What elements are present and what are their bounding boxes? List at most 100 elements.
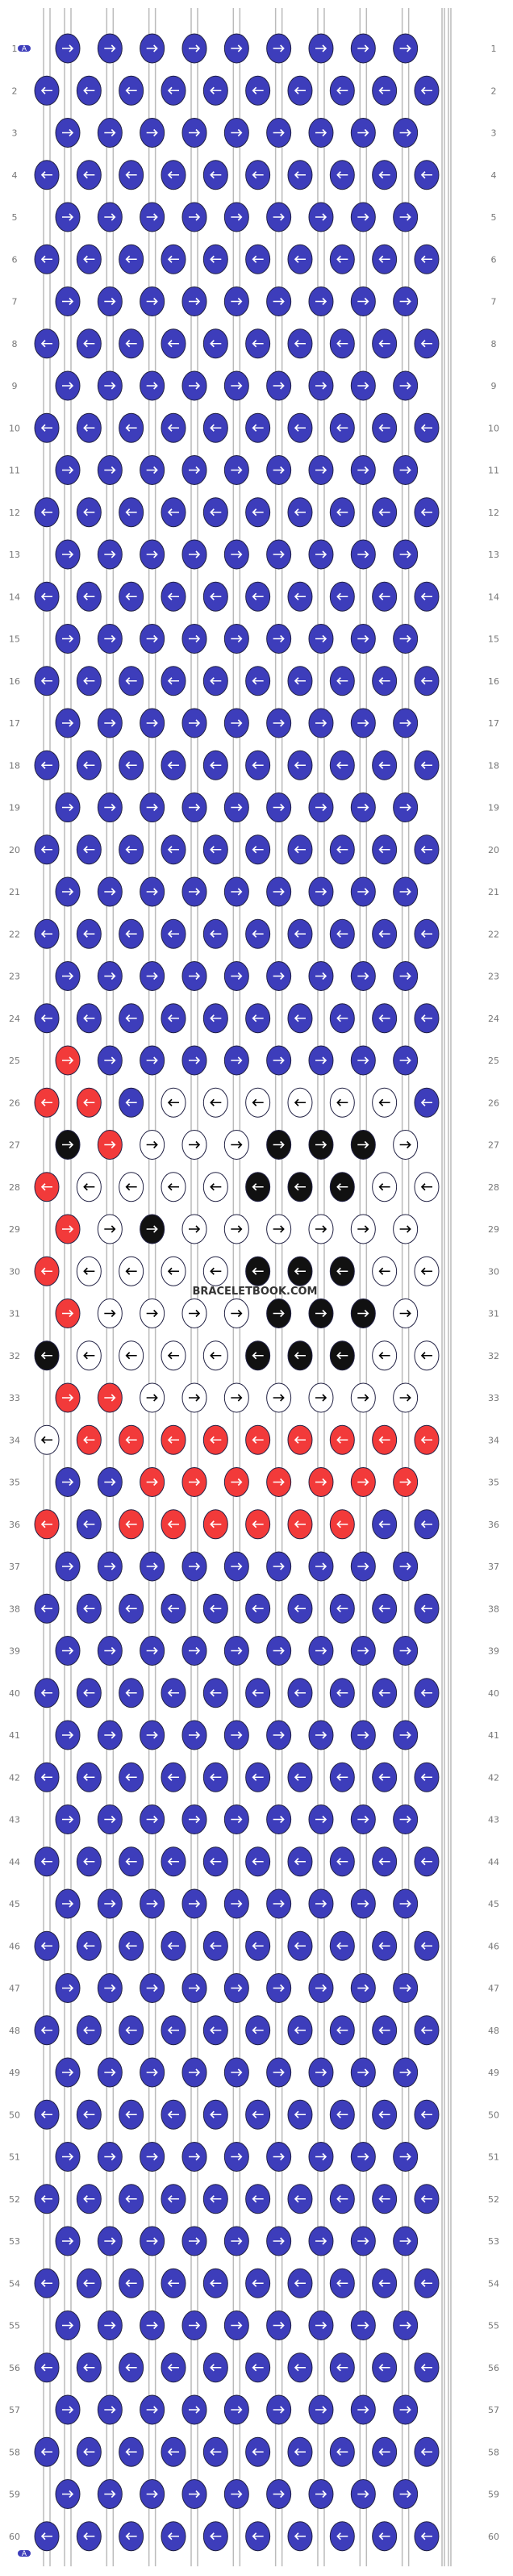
arrow-icon	[40, 1604, 52, 1612]
knot	[350, 1804, 376, 1834]
knot	[372, 2184, 398, 2214]
row-label-left: 43	[9, 1815, 20, 1825]
knot	[55, 202, 81, 232]
arrow-icon	[83, 1014, 95, 1022]
arrow-icon	[399, 2406, 411, 2414]
knot	[245, 2521, 271, 2552]
knot	[161, 1424, 186, 1455]
arrow-icon	[273, 1646, 285, 1655]
arrow-icon	[294, 255, 306, 263]
row-label-left: 41	[9, 1730, 20, 1741]
arrow-icon	[167, 1267, 179, 1275]
arrow-icon	[294, 424, 306, 432]
row-label-left: 9	[12, 381, 18, 391]
arrow-icon	[167, 255, 179, 263]
knot	[266, 624, 292, 654]
knot	[266, 1720, 292, 1750]
knot	[350, 2479, 376, 2509]
knot	[266, 2142, 292, 2172]
knot	[55, 2310, 81, 2340]
knot	[393, 2479, 419, 2509]
row-label-left: 3	[12, 128, 18, 139]
arrow-icon	[62, 1056, 74, 1064]
arrow-icon	[125, 2026, 137, 2034]
knot	[414, 1678, 440, 1708]
knot	[414, 1003, 440, 1034]
knot	[161, 1930, 186, 1961]
knot	[329, 75, 355, 106]
arrow-icon	[188, 1478, 201, 1487]
arrow-icon	[146, 550, 158, 558]
knot	[97, 1636, 123, 1666]
knot	[372, 497, 398, 528]
knot	[329, 2521, 355, 2552]
arrow-icon	[40, 761, 52, 769]
knot	[266, 1214, 292, 1244]
arrow-icon	[125, 508, 137, 516]
knot	[223, 708, 249, 738]
row-label-left: 17	[9, 718, 20, 729]
knot	[414, 918, 440, 949]
knot	[372, 75, 398, 106]
arrow-icon	[62, 972, 74, 981]
watermark: BRACELETBOOK.COM	[193, 1286, 318, 1298]
knot	[372, 1762, 398, 1792]
arrow-icon	[399, 128, 411, 137]
arrow-icon	[83, 1689, 95, 1697]
arrow-icon	[315, 1646, 327, 1655]
knot	[181, 1804, 207, 1834]
arrow-icon	[62, 2237, 74, 2245]
arrow-icon	[315, 1815, 327, 1824]
knot	[76, 1087, 102, 1118]
knot	[97, 1888, 123, 1919]
arrow-icon	[273, 297, 285, 306]
arrow-icon	[399, 1984, 411, 1993]
arrow-icon	[378, 1267, 390, 1275]
knot	[55, 792, 81, 822]
arrow-icon	[420, 255, 432, 263]
arrow-icon	[420, 2364, 432, 2372]
knot	[245, 497, 271, 528]
knot	[119, 1424, 144, 1455]
knot	[414, 160, 440, 190]
row-label-right: 25	[488, 1056, 499, 1066]
knot	[76, 2184, 102, 2214]
knot	[34, 2184, 60, 2214]
arrow-icon	[146, 213, 158, 221]
row-label-left: 40	[9, 1688, 20, 1699]
knot	[202, 1087, 228, 1118]
knot	[372, 1256, 398, 1286]
knot	[287, 918, 313, 949]
arrow-icon	[294, 1267, 306, 1275]
arrow-icon	[357, 972, 369, 981]
knot	[202, 1172, 228, 1202]
arrow-icon	[252, 592, 264, 600]
arrow-icon	[167, 1773, 179, 1781]
arrow-icon	[399, 2490, 411, 2499]
knot	[161, 750, 186, 780]
arrow-icon	[104, 2237, 116, 2245]
knot	[119, 1930, 144, 1961]
knot	[266, 118, 292, 148]
knot	[329, 1509, 355, 1540]
knot	[266, 876, 292, 907]
row-label-left: 26	[9, 1098, 20, 1108]
knot	[287, 1762, 313, 1792]
knot	[372, 1424, 398, 1455]
arrow-icon	[315, 1478, 327, 1487]
arrow-icon	[378, 1858, 390, 1866]
row-label-right: 51	[488, 2152, 499, 2163]
knot	[161, 1678, 186, 1708]
knot	[308, 1973, 334, 2003]
knot	[350, 286, 376, 316]
knot	[119, 2268, 144, 2298]
arrow-icon	[273, 1225, 285, 1233]
knot	[329, 1172, 355, 1202]
arrow-icon	[167, 1183, 179, 1191]
arrow-icon	[273, 1478, 285, 1487]
row-label-right: 40	[488, 1688, 499, 1699]
arrow-icon	[188, 888, 201, 896]
knot	[76, 2436, 102, 2467]
knot	[245, 2099, 271, 2130]
knot	[372, 1930, 398, 1961]
